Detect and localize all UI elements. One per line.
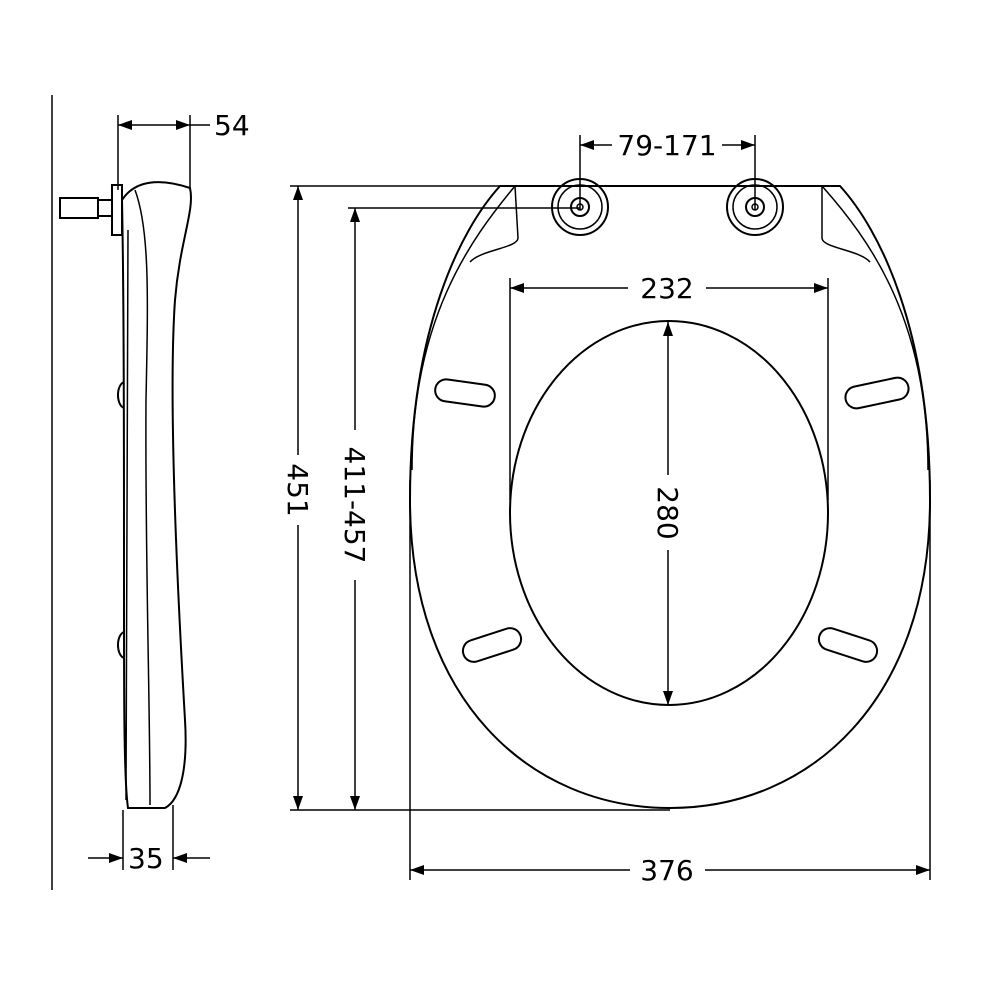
seat-profile [120, 181, 192, 809]
arrow [109, 853, 123, 863]
arrow [173, 853, 187, 863]
dim-label-376: 376 [640, 854, 693, 887]
slot [844, 376, 910, 410]
dim-label-232: 232 [640, 272, 693, 305]
front-view: 79-171 232 280 451 411-457 [281, 129, 932, 887]
hinge-tab-right [821, 186, 871, 263]
dim-label-280: 280 [651, 486, 684, 539]
arrow [663, 322, 673, 336]
dim-label-35: 35 [128, 842, 164, 875]
dim-label-451: 451 [281, 463, 314, 516]
bumper-bottom [117, 631, 125, 659]
arrow [350, 208, 360, 222]
seat-opening [509, 320, 829, 706]
side-view: 54 35 [59, 109, 250, 875]
hinge-bolt [59, 184, 123, 236]
arrow [741, 140, 755, 150]
dim-label-hinge-spacing: 79-171 [617, 129, 716, 162]
slot [461, 627, 523, 663]
dim-label-411-457: 411-457 [338, 447, 371, 564]
arrow [814, 283, 828, 293]
arrow [916, 865, 930, 875]
arrow [663, 691, 673, 705]
arrow [580, 140, 594, 150]
arrow [350, 796, 360, 810]
arrow [118, 120, 132, 130]
hinge-tab-left [469, 185, 519, 263]
arrow [176, 120, 190, 130]
arrow [510, 283, 524, 293]
bumper-top [117, 381, 125, 409]
arrow [410, 865, 424, 875]
slot [817, 627, 879, 663]
slot [434, 378, 496, 408]
seat-profile-inner [125, 189, 151, 806]
arrow [293, 186, 303, 200]
arrow [293, 796, 303, 810]
dim-label-54: 54 [214, 109, 250, 142]
